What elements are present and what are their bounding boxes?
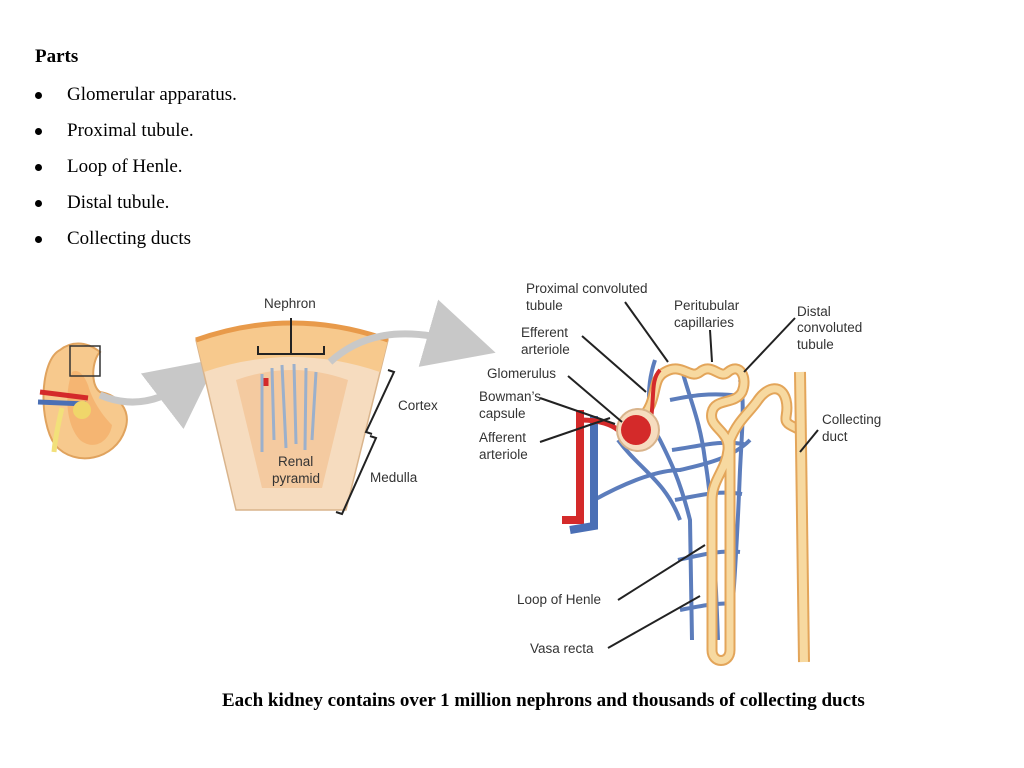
label-nephron: Nephron bbox=[264, 296, 316, 311]
label-efferent-1: Efferent bbox=[521, 325, 568, 340]
label-afferent-2: arteriole bbox=[479, 447, 528, 462]
list-item: Distal tubule. bbox=[35, 192, 237, 228]
label-efferent-2: arteriole bbox=[521, 342, 570, 357]
label-medulla: Medulla bbox=[370, 470, 418, 485]
label-peritubular-1: Peritubular bbox=[674, 298, 740, 313]
kidney-highlight-box bbox=[69, 345, 101, 377]
zoom-arrow-2 bbox=[327, 299, 496, 367]
label-peritubular-2: capillaries bbox=[674, 315, 734, 330]
label-dct-3: tubule bbox=[797, 337, 834, 352]
label-renal-pyramid-1: Renal bbox=[278, 454, 313, 469]
list-item: Collecting ducts bbox=[35, 228, 237, 264]
label-dct-1: Distal bbox=[797, 304, 831, 319]
label-pct-2: tubule bbox=[526, 298, 563, 313]
list-item: Glomerular apparatus. bbox=[35, 84, 237, 120]
renal-wedge bbox=[195, 318, 389, 511]
caption: Each kidney contains over 1 million neph… bbox=[222, 690, 865, 711]
label-pct-1: Proximal convoluted bbox=[526, 281, 648, 296]
label-bowman-2: capsule bbox=[479, 406, 526, 421]
label-afferent-1: Afferent bbox=[479, 430, 526, 445]
parts-list: Glomerular apparatus. Proximal tubule. L… bbox=[35, 84, 237, 264]
label-dct-2: convoluted bbox=[797, 320, 862, 335]
zoom-arrow-1 bbox=[98, 358, 218, 430]
cortex-medulla-brackets bbox=[335, 369, 396, 516]
label-renal-pyramid-2: pyramid bbox=[272, 471, 320, 486]
nephron-detail bbox=[562, 359, 810, 666]
label-collecting-2: duct bbox=[822, 429, 848, 444]
label-cortex: Cortex bbox=[398, 398, 438, 413]
label-bowman-1: Bowman’s bbox=[479, 389, 541, 404]
nephron-diagram: Nephron Cortex Renal pyramid Medulla Pro… bbox=[37, 281, 881, 666]
list-item: Proximal tubule. bbox=[35, 120, 237, 156]
label-loop-henle: Loop of Henle bbox=[517, 592, 601, 607]
kidney-illustration bbox=[37, 342, 128, 460]
label-glomerulus: Glomerulus bbox=[487, 366, 556, 381]
label-vasa-recta: Vasa recta bbox=[530, 641, 594, 656]
list-item: Loop of Henle. bbox=[35, 156, 237, 192]
label-collecting-1: Collecting bbox=[822, 412, 881, 427]
glomerulus bbox=[621, 415, 651, 445]
parts-title: Parts bbox=[35, 46, 79, 67]
leader-lines bbox=[539, 301, 819, 649]
